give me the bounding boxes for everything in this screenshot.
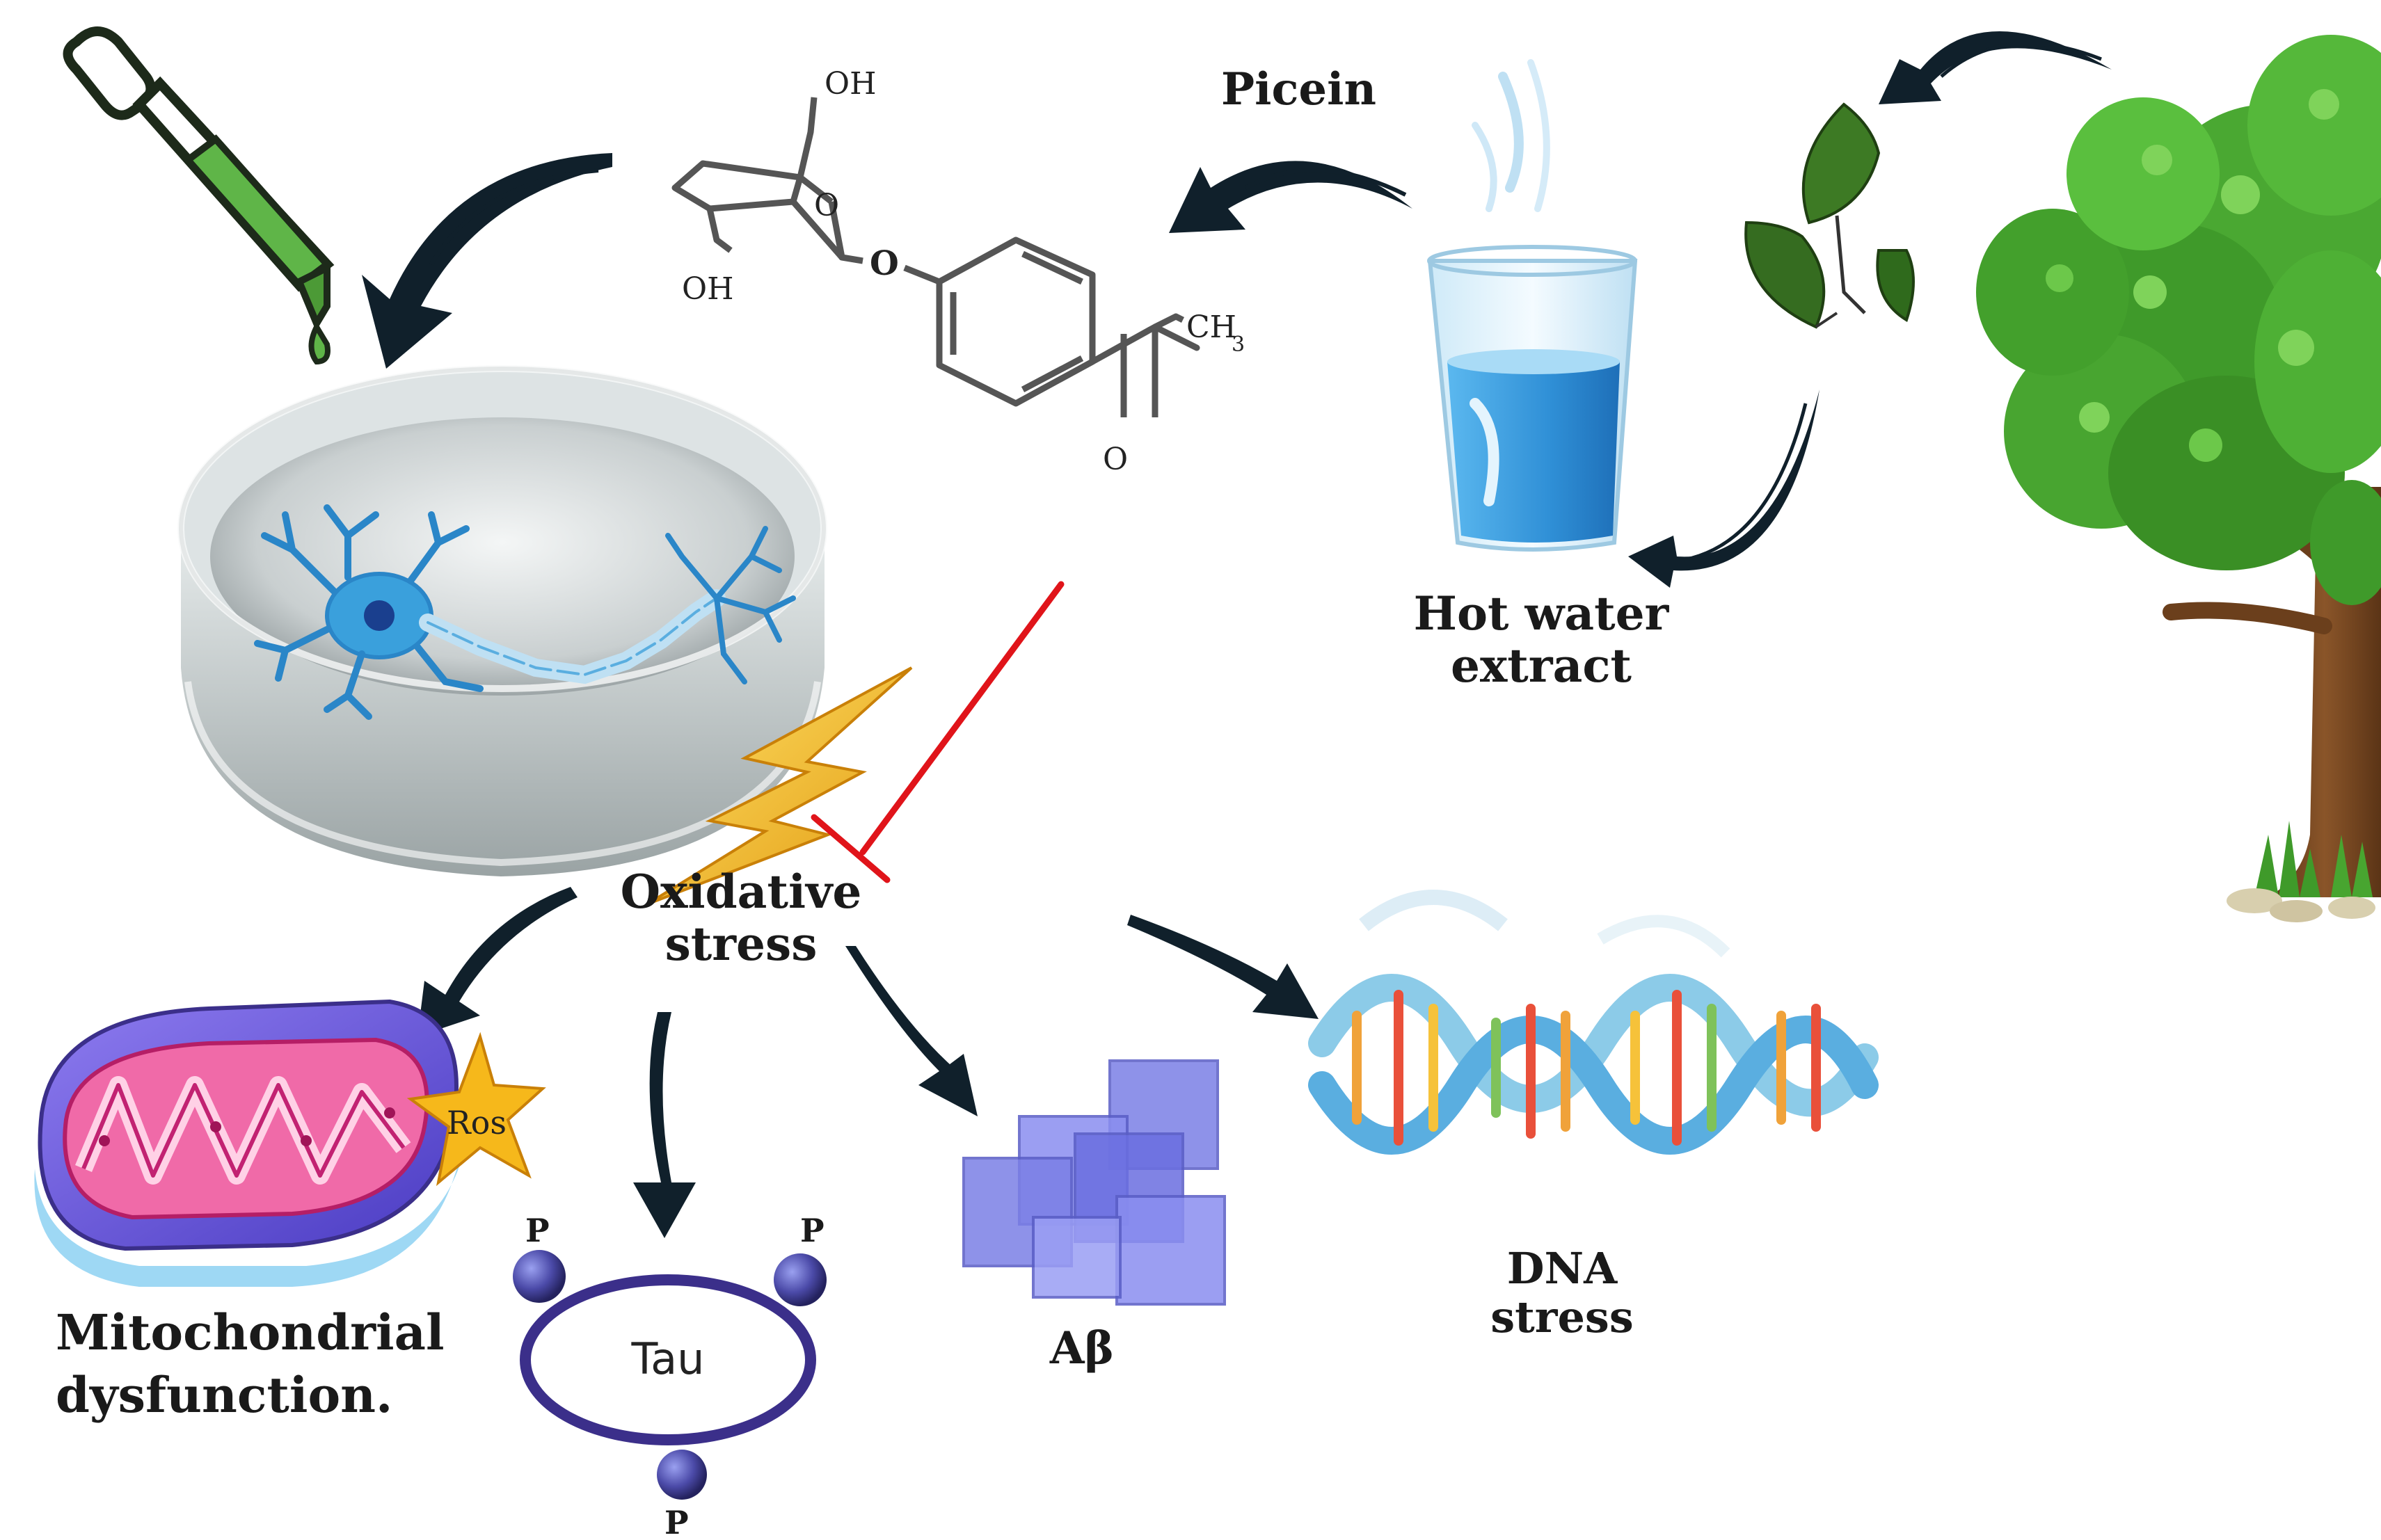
arrow-to-glass [1628, 390, 1819, 588]
leaf-icon [1744, 102, 1915, 329]
ros-label: Ros [447, 1104, 507, 1141]
hot-water-label-line1: Hot water [1414, 586, 1670, 641]
petri-dish-icon [177, 365, 827, 876]
phospho-label-left: P [525, 1212, 550, 1249]
mito-label-line2: dysfunction. [56, 1366, 392, 1424]
ros-star: Ros [406, 1032, 546, 1187]
svg-text:O: O [870, 244, 899, 283]
oxidative-stress-label-line2: stress [665, 917, 818, 971]
arrow-to-leaf [1879, 31, 2112, 104]
dna-label-line1: DNA [1507, 1243, 1618, 1294]
phospho-label-right: P [800, 1212, 825, 1249]
oxidative-stress-label-line1: Oxidative [621, 865, 862, 919]
picein-label: Picein [1221, 63, 1376, 115]
arrow-to-abeta [845, 946, 978, 1116]
arrow-to-dish [362, 153, 612, 369]
neuron-icon [254, 504, 796, 720]
mitochondria-icon [34, 999, 467, 1287]
svg-text:O: O [814, 188, 839, 223]
picein-atom-labels: OH OH O O CH 3 O [682, 66, 1245, 477]
arrow-to-tau [633, 1012, 696, 1238]
arrows [362, 31, 2112, 1238]
svg-text:O: O [1103, 442, 1128, 477]
dropper-icon [63, 26, 335, 365]
tree-icon [1976, 35, 2381, 922]
phospho-label-bottom: P [664, 1504, 689, 1540]
tau-label: Tau [631, 1333, 705, 1384]
phospho-ball-bottom [657, 1450, 707, 1500]
arrow-to-mito [417, 887, 578, 1036]
hot-water-label-line2: extract [1451, 639, 1632, 693]
svg-text:OH: OH [682, 271, 733, 307]
svg-text:CH: CH [1186, 310, 1236, 345]
abeta-label: Aβ [1049, 1322, 1114, 1374]
mito-label-line1: Mitochondrial [56, 1304, 445, 1361]
svg-text:OH: OH [825, 66, 876, 102]
dna-label-line2: stress [1490, 1292, 1633, 1342]
tau-icon [513, 1250, 827, 1500]
arrow-to-dna [1127, 915, 1319, 1019]
svg-text:3: 3 [1232, 332, 1245, 357]
abeta-plaque-icon [962, 1059, 1226, 1306]
phospho-ball-left [513, 1250, 566, 1303]
glass-icon [1427, 59, 1638, 552]
lightning-icon [646, 666, 913, 906]
phospho-ball-right [774, 1253, 827, 1306]
arrow-to-picein [1169, 161, 1412, 233]
picein-molecule [671, 97, 1200, 417]
dna-icon [1308, 890, 1879, 1155]
inhibition-line [811, 581, 1065, 883]
